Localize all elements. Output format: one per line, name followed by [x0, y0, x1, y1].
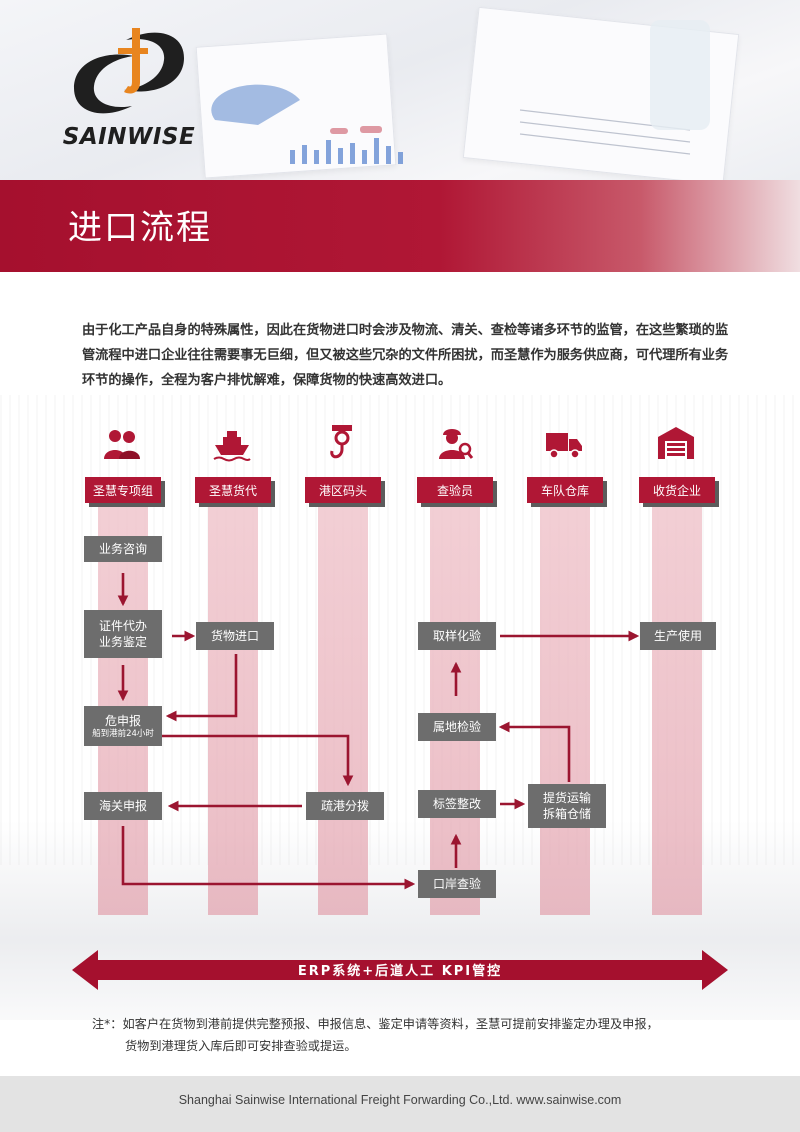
role-header-forwarder: 圣慧货代 [195, 477, 271, 503]
step-hazard-note: 船到港前24小时 [92, 728, 154, 739]
role-header-inspector: 查验员 [417, 477, 493, 503]
step-label-fix-label: 标签整改 [432, 797, 481, 811]
logo-emblem-icon [74, 28, 184, 114]
step-production: 生产使用 [640, 622, 716, 650]
role-header-group: 圣慧专项组 [85, 477, 161, 503]
footer-company-text: Shanghai Sainwise International Freight … [178, 1093, 622, 1107]
step-sampling-label: 取样化验 [432, 629, 481, 643]
warehouse-icon [658, 427, 694, 459]
lane-forwarder [208, 505, 258, 915]
footnote: 注*：如客户在货物到港前提供完整预报、申报信息、鉴定申请等资料，圣慧可提前安排鉴… [92, 1013, 752, 1057]
hero-chart-decoration [211, 20, 710, 164]
erp-bar-label: ERP系统+后道人工 KPI管控 [297, 964, 503, 979]
sainwise-logo: SAINWISE [44, 22, 214, 150]
hero-image: SAINWISE [0, 0, 800, 180]
title-banner [0, 180, 800, 272]
step-local-inspection: 属地检验 [418, 713, 496, 741]
crane-hook-icon [330, 425, 352, 459]
step-hazard-declare-label: 危申报 [104, 713, 141, 728]
step-docs-label-2: 业务鉴定 [98, 635, 147, 649]
footnote-line-2: 货物到港理货入库后即可安排查验或提运。 [125, 1039, 357, 1053]
lane-fleet [540, 505, 590, 915]
footer-bar [0, 1076, 800, 1132]
step-port-inspection: 口岸查验 [418, 870, 496, 898]
step-local-inspection-label: 属地检验 [432, 720, 481, 734]
lane-terminal [318, 505, 368, 915]
step-docs-label-1: 证件代办 [98, 619, 147, 633]
page-title: 进口流程 [68, 208, 212, 248]
step-consult-label: 业务咨询 [98, 542, 147, 556]
inspector-icon [439, 429, 474, 459]
step-cargo-import-label: 货物进口 [210, 629, 259, 643]
step-sampling: 取样化验 [418, 622, 496, 650]
step-port-dredge: 疏港分拨 [306, 792, 384, 820]
step-consult: 业务咨询 [84, 536, 162, 562]
step-pickup: 提货运输 拆箱仓储 [528, 784, 606, 828]
lane-inspector [430, 505, 480, 915]
step-label-fix: 标签整改 [418, 790, 496, 818]
logo-wordmark: SAINWISE [62, 124, 196, 150]
step-pickup-label-1: 提货运输 [542, 791, 591, 805]
role-header-terminal: 港区码头 [305, 477, 381, 503]
ship-icon [213, 431, 251, 462]
truck-icon [546, 433, 582, 459]
intro-paragraph: 由于化工产品自身的特殊属性，因此在货物进口时会涉及物流、清关、查检等诸多环节的监… [82, 323, 729, 388]
step-production-label: 生产使用 [653, 629, 702, 643]
step-cargo-import: 货物进口 [196, 622, 274, 650]
step-customs-declare: 海关申报 [84, 792, 162, 820]
footnote-line-1: 注*：如客户在货物到港前提供完整预报、申报信息、鉴定申请等资料，圣慧可提前安排鉴… [92, 1017, 659, 1031]
step-port-inspection-label: 口岸查验 [432, 877, 481, 891]
people-icon [104, 430, 140, 459]
step-customs-declare-label: 海关申报 [98, 799, 147, 813]
lane-consignee [652, 505, 702, 915]
step-port-dredge-label: 疏港分拨 [320, 799, 369, 813]
role-header-consignee: 收货企业 [639, 477, 715, 503]
step-pickup-label-2: 拆箱仓储 [542, 807, 591, 821]
role-header-fleet: 车队仓库 [527, 477, 603, 503]
step-hazard-declare: 危申报 船到港前24小时 [84, 706, 162, 746]
step-docs: 证件代办 业务鉴定 [84, 610, 162, 658]
